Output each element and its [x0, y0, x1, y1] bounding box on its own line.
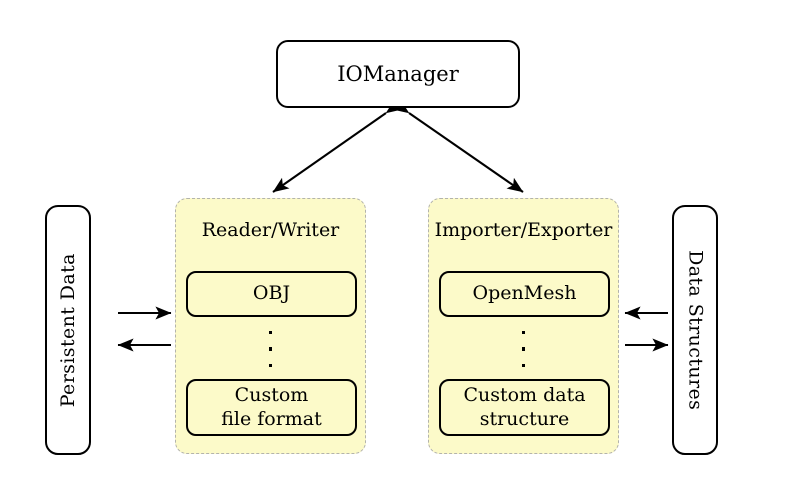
node-custom-file-format-line2: file format	[221, 407, 322, 430]
arrow-manager-importerexporter	[392, 98, 524, 193]
group-reader-writer[interactable]: Reader/Writer OBJ Custom file format	[175, 198, 366, 454]
arrow-manager-readerwriter	[272, 98, 403, 193]
iomanager-label: IOManager	[337, 61, 459, 86]
node-openmesh[interactable]: OpenMesh	[439, 271, 610, 317]
group-importer-exporter-title: Importer/Exporter	[434, 219, 613, 241]
node-custom-data-structure-line1: Custom data	[463, 384, 586, 407]
persistent-data-label: Persistent Data	[56, 252, 79, 408]
data-structures-label: Data Structures	[684, 249, 707, 411]
node-data-structures[interactable]: Data Structures	[672, 205, 718, 455]
node-custom-file-format-line1: Custom	[234, 384, 309, 407]
node-obj[interactable]: OBJ	[186, 271, 357, 317]
node-custom-file-format[interactable]: Custom file format	[186, 379, 357, 436]
node-custom-data-structure-line2: structure	[479, 407, 570, 430]
group-importer-exporter[interactable]: Importer/Exporter OpenMesh Custom data s…	[428, 198, 619, 454]
importer-exporter-ellipsis-icon	[429, 327, 618, 371]
node-custom-data-structure[interactable]: Custom data structure	[439, 379, 610, 436]
node-iomanager[interactable]: IOManager	[276, 40, 520, 108]
node-obj-label: OBJ	[252, 282, 291, 305]
group-reader-writer-title: Reader/Writer	[201, 219, 340, 241]
node-openmesh-label: OpenMesh	[472, 282, 577, 305]
reader-writer-ellipsis-icon	[176, 327, 365, 371]
node-persistent-data[interactable]: Persistent Data	[45, 205, 91, 455]
